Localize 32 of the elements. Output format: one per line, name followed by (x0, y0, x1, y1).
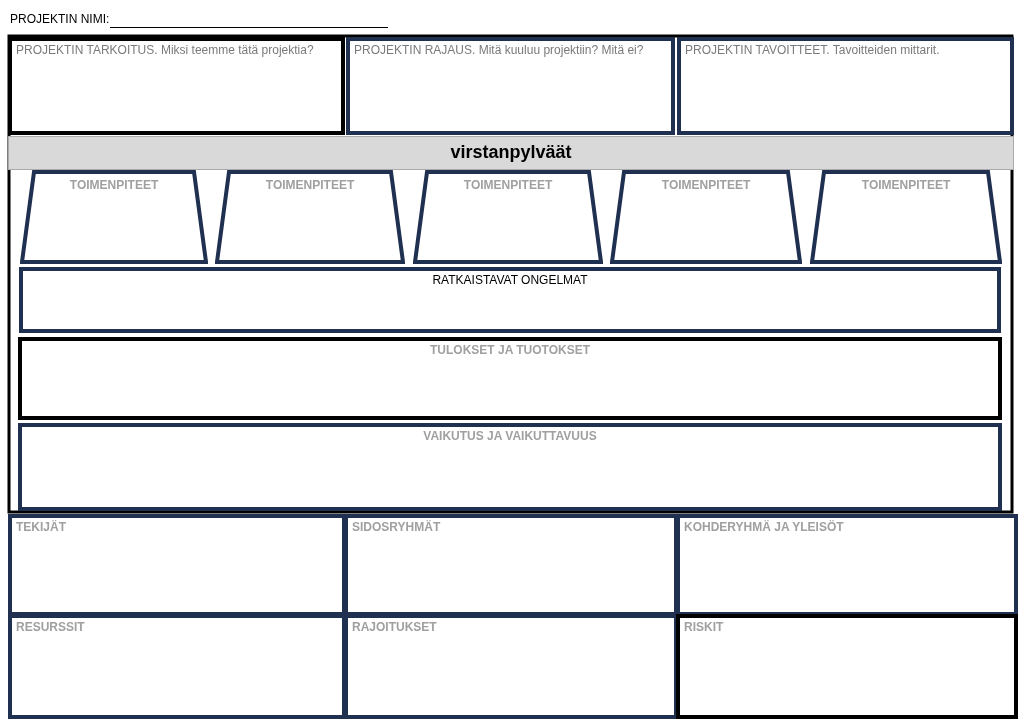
section-heading: TOIMENPITEET (861, 178, 951, 192)
field-label: PROJEKTIN NIMI: (10, 12, 110, 26)
section-heading: TOIMENPITEET (265, 178, 355, 192)
canvas-section (344, 614, 678, 719)
section-heading: RESURSSIT (16, 620, 85, 634)
canvas-section (344, 514, 678, 616)
section-heading: VAIKUTUS JA VAIKUTTAVUUS (423, 429, 597, 443)
section-heading: PROJEKTIN TARKOITUS. Miksi teemme tätä projektia? (16, 43, 314, 57)
section-heading: RAJOITUKSET (352, 620, 437, 634)
canvas-section (676, 614, 1018, 719)
section-heading: TEKIJÄT (16, 520, 66, 534)
band-title: virstanpylväät (450, 142, 572, 163)
section-heading: KOHDERYHMÄ JA YLEISÖT (684, 520, 844, 534)
section-heading: SIDOSRYHMÄT (352, 520, 441, 534)
section-heading: PROJEKTIN TAVOITTEET. Tavoitteiden mittarit. (685, 43, 940, 57)
canvas-section (346, 37, 675, 135)
canvas-section (677, 37, 1014, 135)
canvas-section (8, 37, 345, 135)
canvas-section (18, 423, 1002, 511)
section-heading: PROJEKTIN RAJAUS. Mitä kuuluu projektiin? Mitä ei? (354, 43, 644, 57)
canvas-section (18, 337, 1002, 420)
section-heading: TOIMENPITEET (69, 178, 159, 192)
section-heading: RISKIT (684, 620, 724, 634)
section-heading: RATKAISTAVAT ONGELMAT (432, 273, 588, 287)
milestone-band (8, 136, 1014, 170)
canvas-section (19, 267, 1001, 333)
canvas-section (8, 614, 346, 719)
section-heading: TOIMENPITEET (661, 178, 751, 192)
canvas-section (676, 514, 1018, 616)
section-heading: TOIMENPITEET (463, 178, 553, 192)
section-heading: TULOKSET JA TUOTOKSET (430, 343, 590, 357)
canvas-section (8, 514, 346, 616)
